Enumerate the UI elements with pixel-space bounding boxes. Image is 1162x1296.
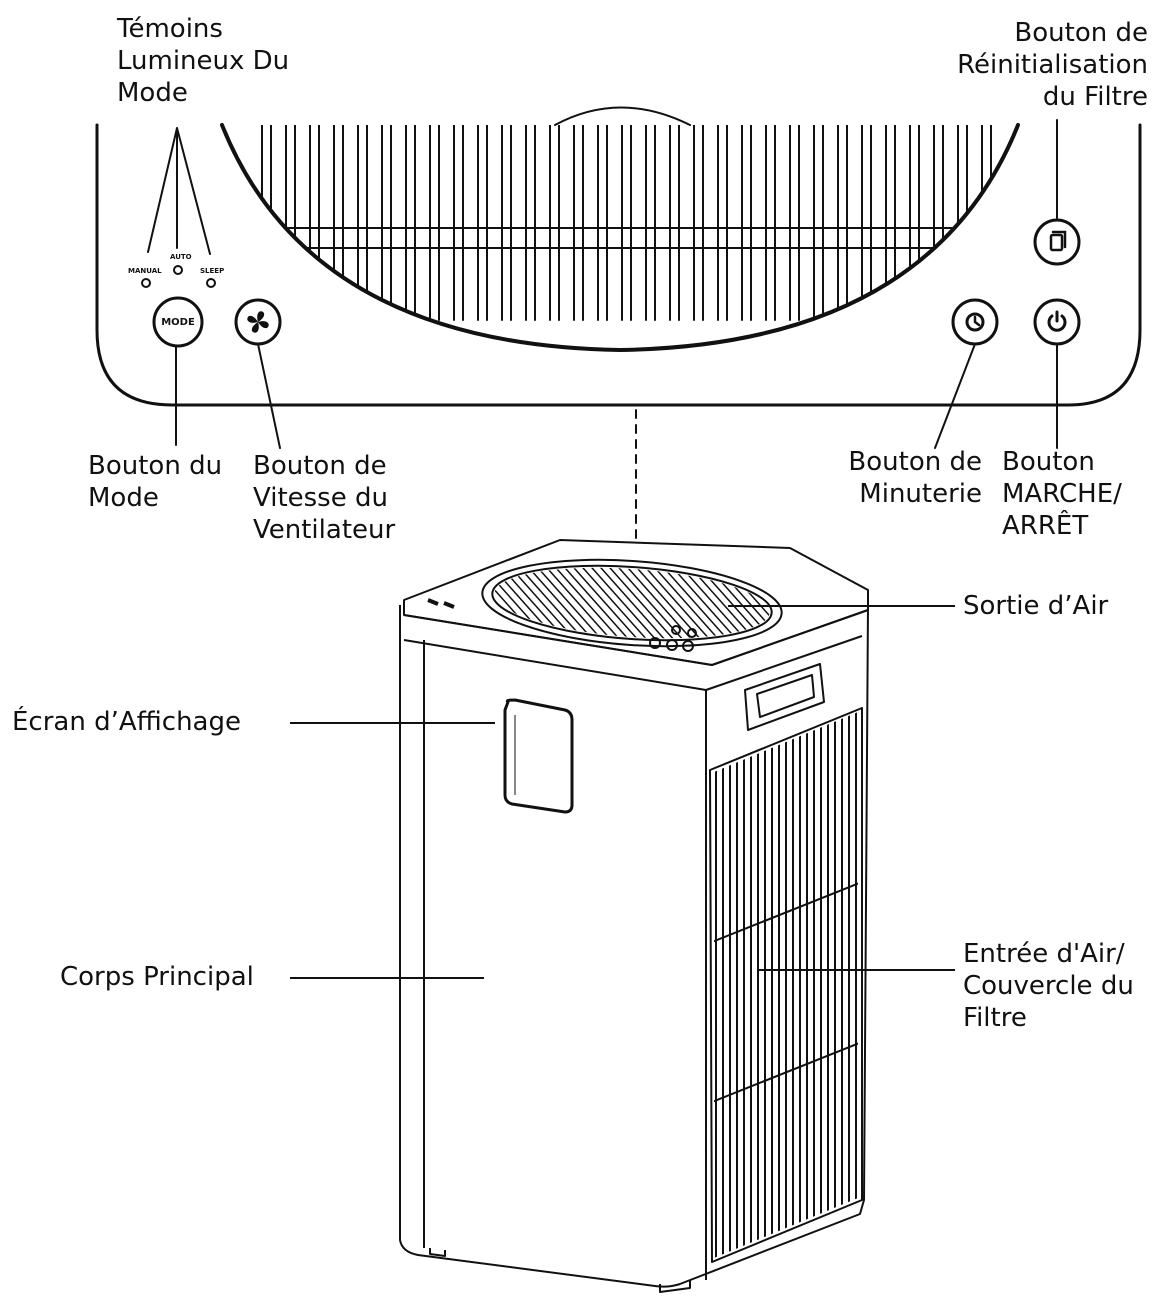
indicator-label-auto: AUTO (170, 253, 192, 261)
clock-icon (965, 312, 985, 332)
grille-bar (638, 559, 720, 647)
leader-fan-speed (257, 343, 281, 449)
label-fan-speed-button: Bouton de Vitesse du Ventilateur (253, 451, 396, 545)
outlet-grille-closeup (220, 106, 1020, 353)
grille-bar (647, 559, 729, 647)
label-display-screen: Écran d’Affichage (12, 707, 241, 737)
top-outlet (481, 558, 783, 648)
label-filter-reset-button: Bouton de Réinitialisation du Filtre (957, 18, 1148, 112)
label-timer-button: Bouton de Minuterie (848, 447, 982, 509)
grille-bar (557, 559, 639, 647)
purifier-body (399, 539, 869, 1293)
label-air-inlet: Entrée d'Air/ Couvercle du Filtre (963, 939, 1134, 1033)
label-mode-indicators: Témoins Lumineux Du Mode (117, 14, 290, 108)
indicator-leader-lines (147, 127, 211, 255)
grille-bar (584, 559, 666, 647)
filter-icon (1049, 230, 1067, 252)
indicator-led-manual (141, 278, 151, 288)
grille-bar (611, 559, 693, 647)
indicator-led-sleep (206, 278, 216, 288)
grille-bar (602, 559, 684, 647)
label-mode-button: Bouton du Mode (88, 451, 223, 513)
label-air-outlet: Sortie d’Air (963, 591, 1109, 621)
indicator-label-manual: MANUAL (128, 267, 162, 275)
indicator-label-sleep: SLEEP (200, 267, 224, 275)
grille-bar (548, 559, 630, 647)
leader-timer (934, 343, 976, 449)
body-leader-lines (290, 605, 955, 979)
label-power-button: Bouton MARCHE/ ARRÊT (1002, 447, 1122, 541)
mode-button-text: MODE (161, 317, 195, 328)
air-inlet-grille-frame (709, 707, 863, 1263)
grille-bar (575, 559, 657, 647)
control-panel-closeup (95, 106, 1142, 571)
grille-bar (714, 881, 858, 943)
grille-bar (593, 559, 675, 647)
fan-icon (247, 311, 269, 333)
mode-button[interactable] (152, 296, 204, 348)
grille-bar (629, 559, 711, 647)
display-screen (503, 698, 574, 814)
grille-bar (566, 559, 648, 647)
panel-outline (95, 123, 1142, 407)
label-main-body: Corps Principal (60, 962, 254, 992)
filter-reset-button[interactable] (1033, 218, 1081, 266)
grille-bar (714, 1041, 858, 1103)
handle (744, 663, 825, 731)
power-icon (1047, 310, 1067, 332)
indicator-led-auto (173, 265, 183, 275)
